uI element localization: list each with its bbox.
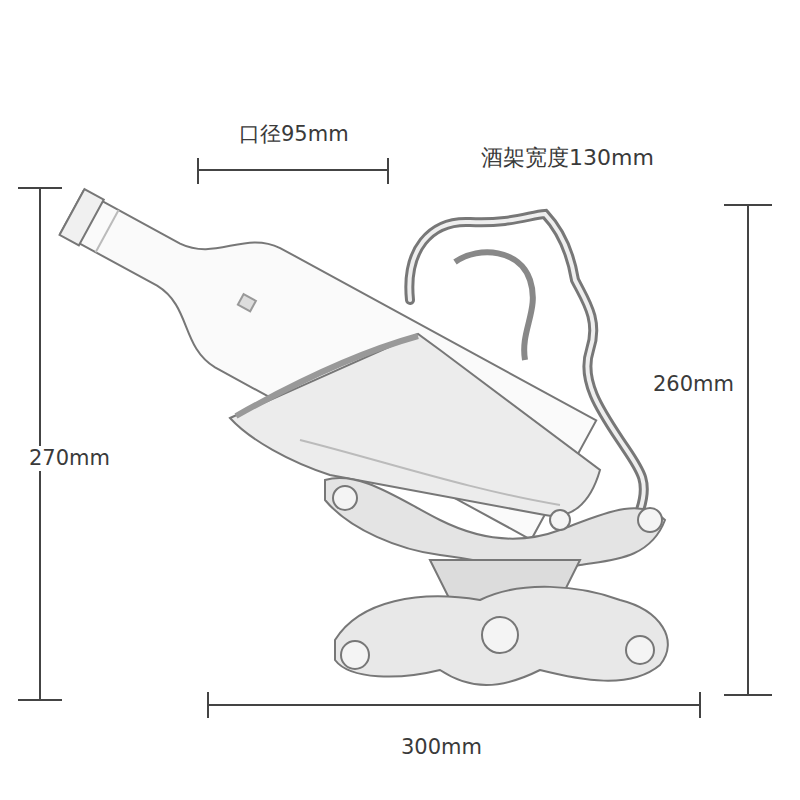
dimension-label: 260mm: [650, 372, 737, 397]
dimension-label: 酒架宽度130mm: [478, 145, 657, 171]
dimension-label: 270mm: [26, 446, 113, 471]
dimension-label: 300mm: [398, 735, 485, 760]
dimension-label: 口径95mm: [236, 122, 352, 147]
rack-holder: [230, 214, 668, 685]
